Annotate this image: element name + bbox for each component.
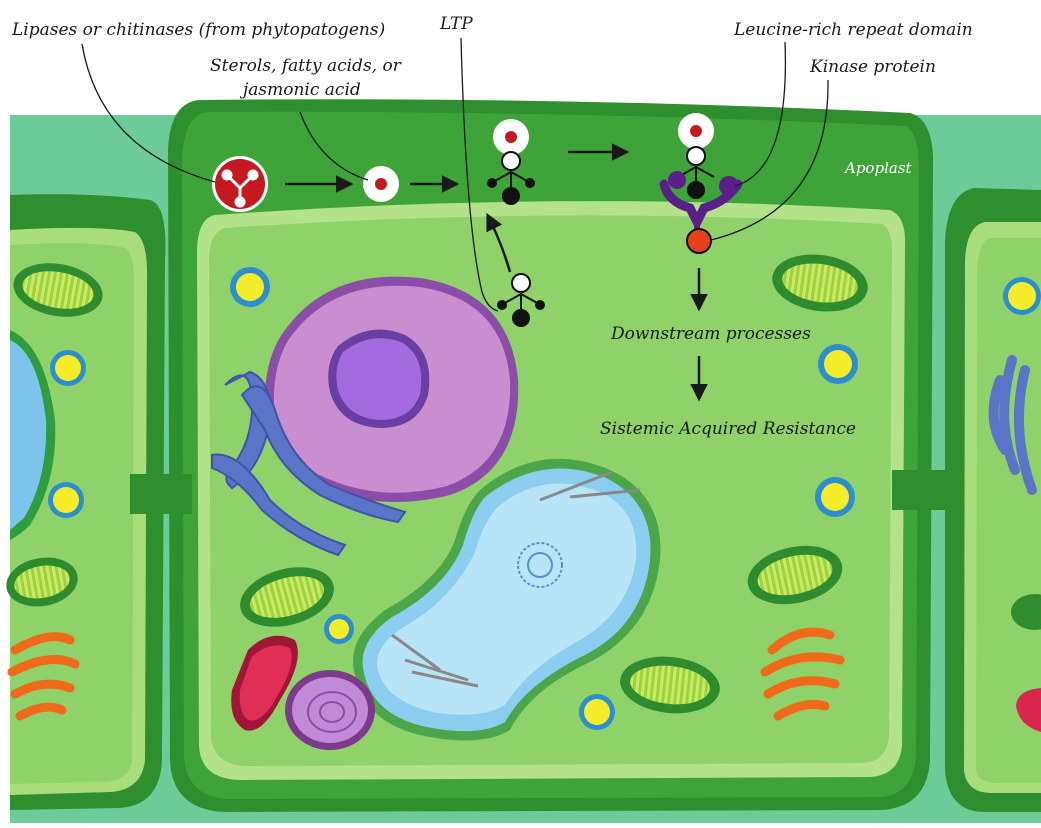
apoplast-label: Apoplast bbox=[843, 159, 913, 177]
label-leucine-rich: Leucine-rich repeat domain bbox=[733, 20, 973, 40]
label-sterols-line2: jasmonic acid bbox=[239, 80, 361, 100]
right-neighbor-cell bbox=[945, 188, 1041, 812]
label-lipases: Lipases or chitinases (from phytopatogen… bbox=[11, 20, 385, 40]
label-sar: Sistemic Acquired Resistance bbox=[600, 419, 856, 439]
label-downstream: Downstream processes bbox=[610, 324, 811, 344]
label-sterols-line1: Sterols, fatty acids, or bbox=[210, 56, 402, 76]
pathogen-enzyme-icon bbox=[212, 156, 268, 212]
label-kinase: Kinase protein bbox=[809, 57, 936, 77]
golgi-apparatus bbox=[285, 670, 375, 750]
lipid-molecule-icon bbox=[363, 166, 399, 202]
plasmodesma-left bbox=[130, 474, 192, 514]
label-ltp: LTP bbox=[439, 14, 473, 34]
kinase-protein-icon bbox=[687, 229, 711, 253]
plasmodesma-right bbox=[892, 470, 954, 510]
